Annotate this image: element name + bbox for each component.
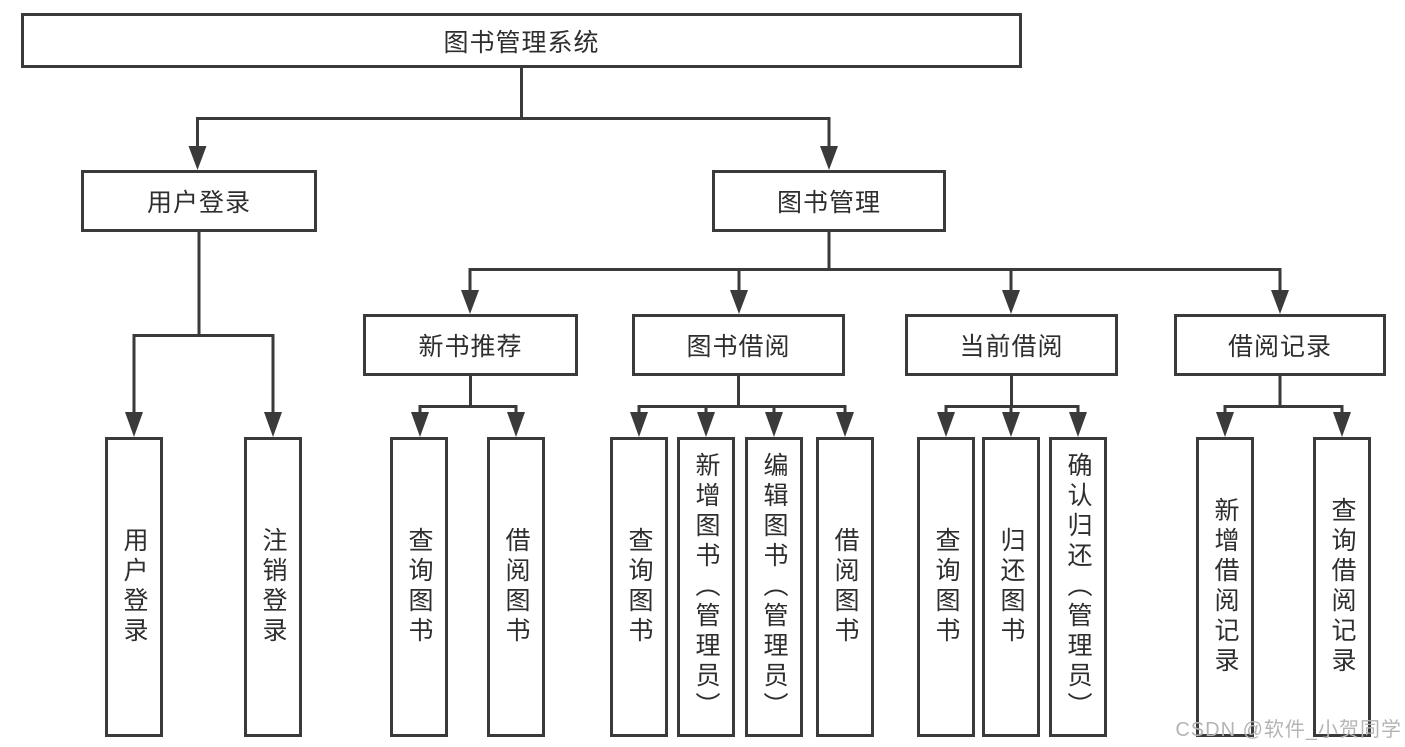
csdn-watermark: CSDN @软件_小贺同学 bbox=[1175, 719, 1402, 741]
leaf-records-add-record: 新增借阅记录 bbox=[1196, 437, 1254, 737]
leaf-logout: 注销登录 bbox=[244, 437, 302, 737]
node-borrowing-records: 借阅记录 bbox=[1174, 314, 1386, 376]
node-new-books: 新书推荐 bbox=[363, 314, 578, 376]
leaf-borrowing-edit-books-admin: 编辑图书（管理员） bbox=[745, 437, 803, 737]
leaf-current-return-books: 归还图书 bbox=[982, 437, 1040, 737]
leaf-current-query-books: 查询图书 bbox=[917, 437, 975, 737]
leaf-user-login: 用户登录 bbox=[105, 437, 163, 737]
node-book-management: 图书管理 bbox=[712, 170, 946, 232]
leaf-borrowing-borrow-books: 借阅图书 bbox=[816, 437, 874, 737]
leaf-newbooks-borrow-books: 借阅图书 bbox=[487, 437, 545, 737]
node-book-borrowing: 图书借阅 bbox=[632, 314, 845, 376]
node-root: 图书管理系统 bbox=[21, 13, 1022, 68]
leaf-borrowing-query-books: 查询图书 bbox=[610, 437, 668, 737]
leaf-borrowing-add-books-admin: 新增图书（管理员） bbox=[677, 437, 735, 737]
leaf-current-confirm-return-admin: 确认归还（管理员） bbox=[1049, 437, 1107, 737]
node-current-borrowing: 当前借阅 bbox=[905, 314, 1118, 376]
node-user-login: 用户登录 bbox=[81, 170, 317, 232]
leaf-newbooks-query-books: 查询图书 bbox=[390, 437, 448, 737]
leaf-records-query-record: 查询借阅记录 bbox=[1313, 437, 1371, 737]
